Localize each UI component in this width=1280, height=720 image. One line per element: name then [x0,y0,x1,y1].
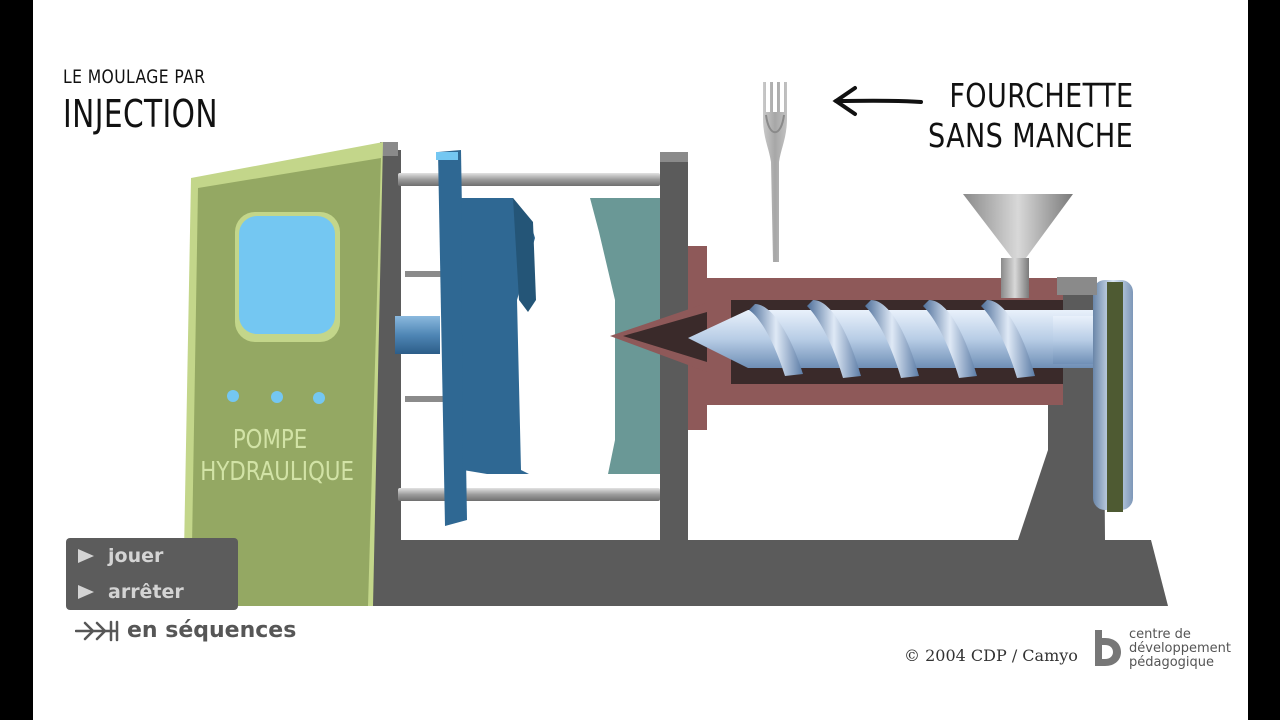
cdp-logo-line1: centre de [1129,627,1191,642]
hydraulic-pump [183,142,383,606]
arrow-left-icon [832,86,923,116]
fork-callout-line1: FOURCHETTE [949,76,1134,115]
indicator-light-2 [271,391,283,403]
sequence-button[interactable]: en séquences [75,618,296,643]
title-subtitle: LE MOULAGE PAR [63,66,206,88]
stop-button[interactable]: arrêter [66,574,238,610]
pump-label-line1: POMPE [232,425,308,455]
screw-flights [749,300,1035,378]
pump-label-line2: HYDRAULIQUE [200,457,354,487]
page-title: INJECTION [63,92,218,136]
copyright-notice: © 2004 CDP / Camyo [904,646,1078,665]
indicator-light-1 [227,390,239,402]
cdp-logo-icon [1095,630,1121,666]
hopper [963,194,1073,298]
cdp-logo: centre de développement pédagogique [1091,628,1231,670]
stop-button-label: arrêter [108,581,184,603]
sequence-label: en séquences [127,618,297,643]
pump-label: POMPE HYDRAULIQUE [200,424,354,488]
injection-machine-illustration [183,82,1168,606]
fork-callout-line2: SANS MANCHE [928,116,1134,155]
fork-callout: FOURCHETTE SANS MANCHE [928,76,1134,156]
cdp-logo-line2: développement [1129,641,1232,656]
animation-stage: LE MOULAGE PAR INJECTION FOURCHETTE SANS… [33,0,1248,720]
play-button[interactable]: jouer [66,538,238,574]
fork-icon [763,82,787,262]
step-forward-icon [75,620,119,641]
cdp-logo-line3: pédagogique [1129,655,1215,670]
hydraulic-piston [395,316,440,354]
pump-window [239,216,335,334]
playback-controls: jouer arrêter [66,538,238,610]
play-button-label: jouer [108,545,164,567]
play-icon [78,585,94,599]
indicator-light-3 [313,392,325,404]
moving-mold-half [436,150,536,526]
play-icon [78,549,94,563]
injection-screw [688,300,1108,378]
screw-drive [1057,277,1133,512]
